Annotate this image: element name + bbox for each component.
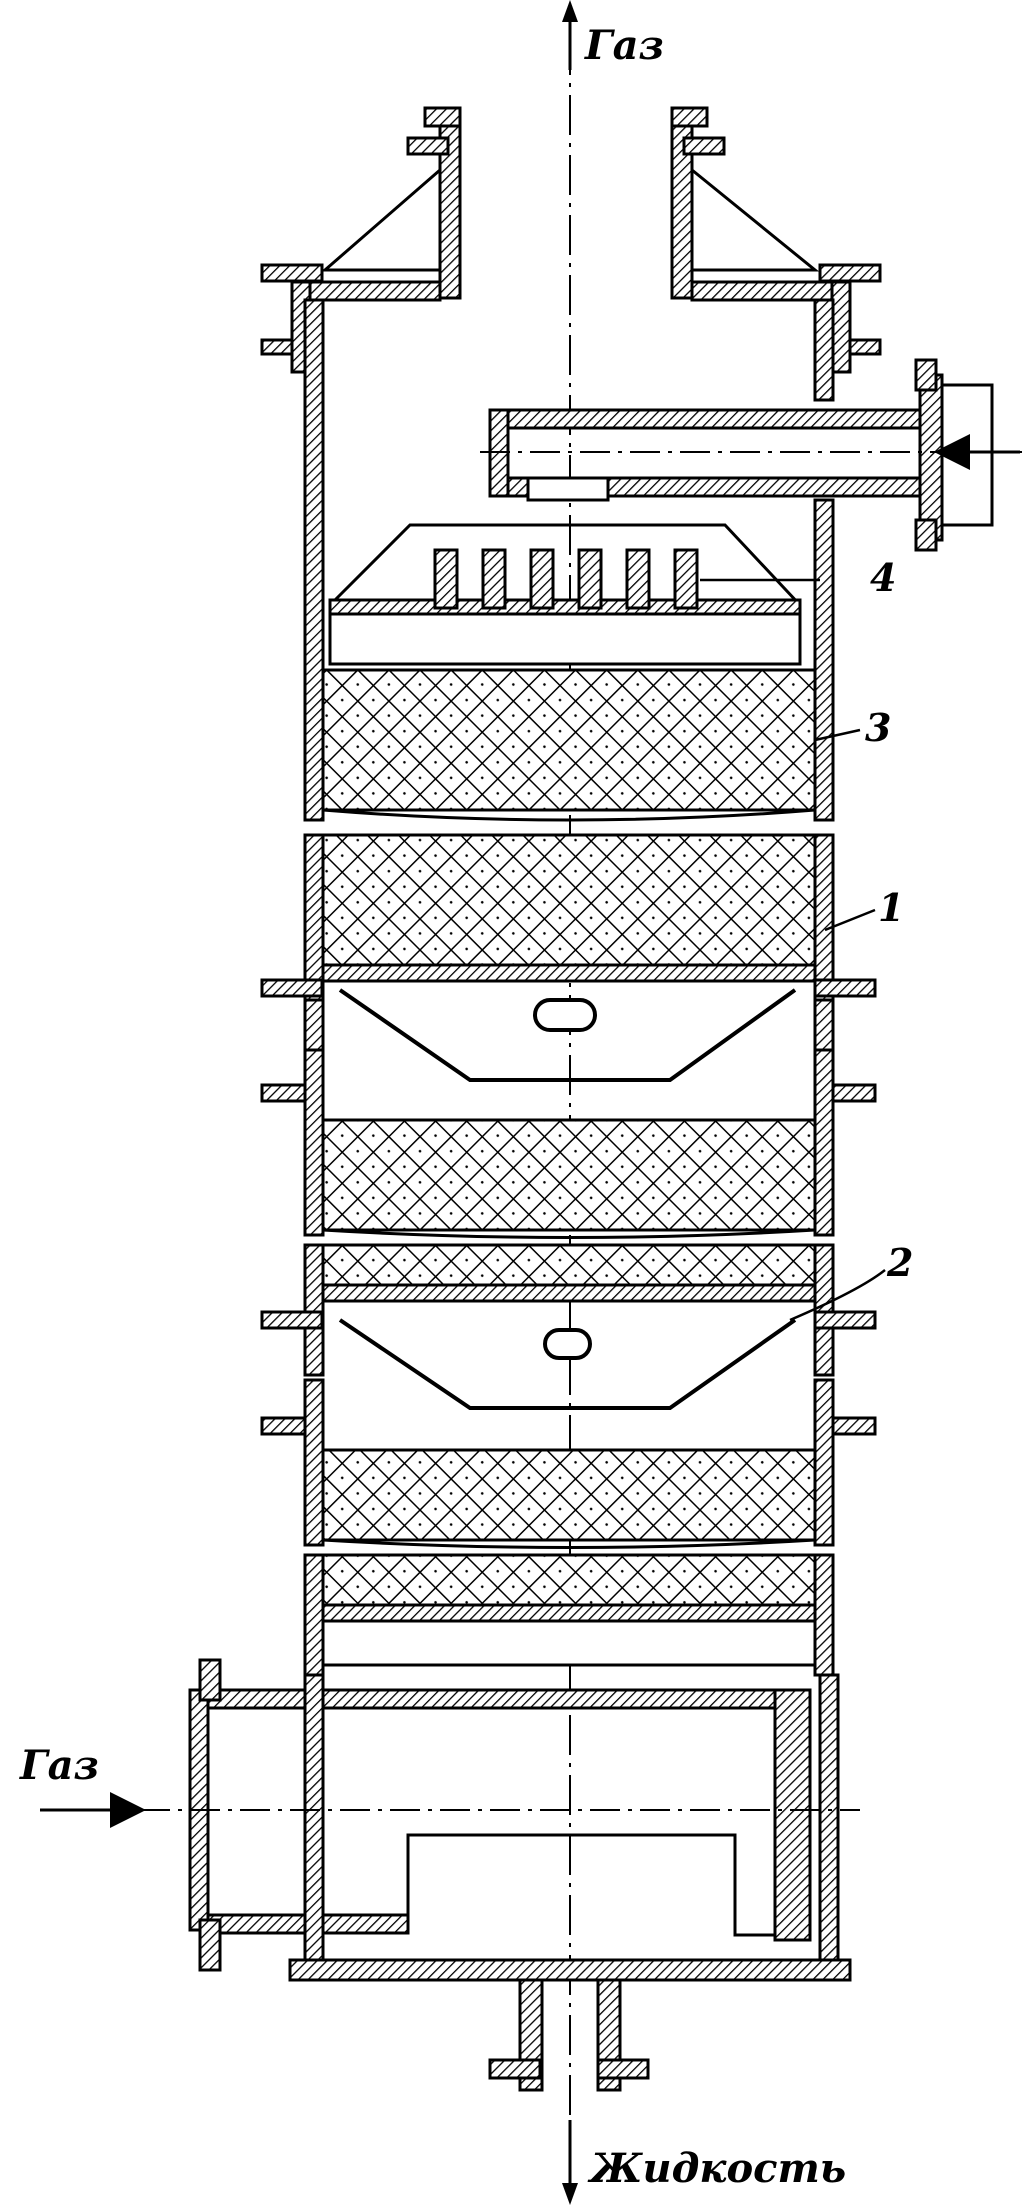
- middle-shell-1: [260, 833, 877, 1047]
- middle-shell-3: [260, 1243, 877, 1377]
- lower-shell-1: [260, 1378, 877, 1549]
- packing-bed-1: [321, 668, 817, 822]
- distributor-tubes: [433, 548, 699, 610]
- gas-out-arrow: [562, 0, 578, 70]
- liquid-outlet-label: Жидкость: [590, 2145, 847, 2192]
- liquid-distributor: [328, 523, 820, 666]
- callout-4: 4: [870, 555, 897, 600]
- liquid-outlet-nozzle: [488, 1978, 650, 2092]
- callout-1: 1: [878, 885, 905, 930]
- liquid-inlet-pipe: [480, 358, 1025, 552]
- gas-outlet-label: Газ: [585, 22, 665, 69]
- top-head: [260, 106, 882, 374]
- liquid-out-arrow: [562, 2120, 578, 2205]
- callout-2: 2: [887, 1240, 914, 1285]
- redistributor-1: [303, 988, 835, 1082]
- middle-shell-2: [260, 1048, 877, 1239]
- redistributor-2: [338, 1318, 797, 1410]
- callout-3: 3: [865, 705, 892, 750]
- bottom-chamber: [40, 1658, 860, 1982]
- lower-shell-2: [303, 1553, 835, 1677]
- callout-leaders: [789, 728, 886, 1322]
- gas-inlet-label: Газ: [20, 1742, 100, 1789]
